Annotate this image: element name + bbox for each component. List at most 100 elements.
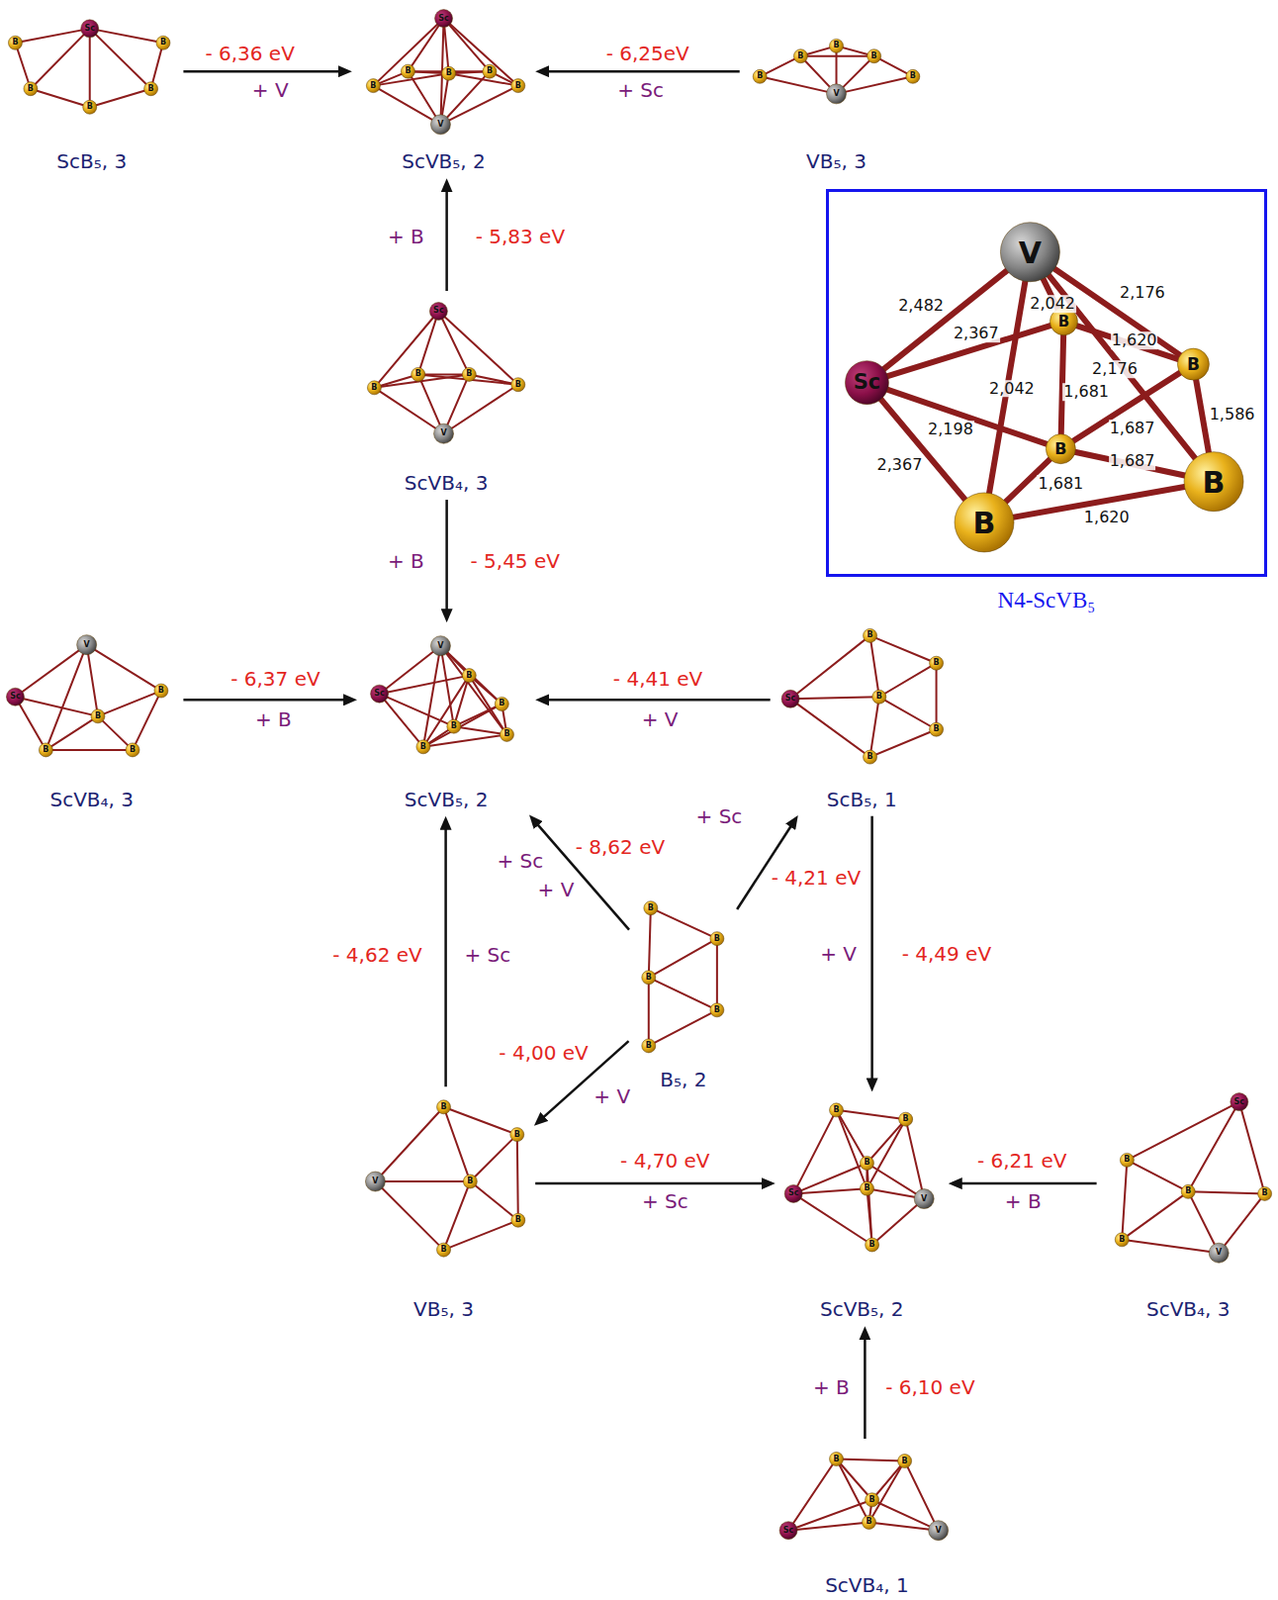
- atom-sphere: [859, 1155, 874, 1170]
- atom-sphere: [929, 655, 944, 670]
- inset-caption: N4-ScVB₅: [998, 587, 1096, 614]
- atom-sphere: [447, 719, 461, 733]
- bond-line: [30, 89, 91, 108]
- atom-sphere: [91, 709, 105, 724]
- atom-sphere: [862, 1514, 877, 1529]
- atom-sphere: [366, 380, 381, 395]
- atom-symbol: B: [514, 1129, 521, 1139]
- cluster-node: ScVB₄, 3: [1101, 1086, 1276, 1321]
- atom-symbol: B: [148, 84, 155, 93]
- atom-sphere: [899, 1111, 913, 1126]
- atom-symbol: Sc: [373, 689, 385, 699]
- bond-line: [87, 644, 98, 717]
- bond-line: [469, 1134, 517, 1182]
- bond-line: [793, 1192, 872, 1245]
- atom-symbol: B: [647, 903, 654, 913]
- bond-line: [836, 76, 913, 94]
- atom-symbol: V: [920, 1193, 927, 1203]
- bond-line: [790, 696, 880, 699]
- bond-line: [1029, 252, 1214, 482]
- atom-sphere: [784, 1184, 803, 1202]
- energy-label: - 4,49 eV: [900, 942, 994, 965]
- reaction-arrow: [182, 698, 346, 702]
- bond-length: 1,586: [1208, 405, 1257, 424]
- atom-sphere: [482, 64, 497, 79]
- atom-symbol: B: [486, 67, 493, 77]
- reaction-arrow: [182, 70, 340, 74]
- bond-line: [14, 696, 46, 750]
- atom-sphere: [81, 19, 99, 38]
- bond-line: [132, 690, 162, 750]
- atom-symbol: B: [756, 72, 763, 82]
- reagent-label: + B: [385, 549, 427, 572]
- cluster-label: ScVB₅, 2: [820, 1296, 905, 1321]
- atom-symbol: B: [415, 369, 422, 379]
- cluster-label: ScB₅, 1: [826, 787, 898, 812]
- bond-line: [870, 635, 937, 663]
- bond-line: [97, 716, 133, 750]
- cluster-node: ScVB₅, 2: [780, 1095, 944, 1321]
- bond-line: [866, 1118, 906, 1163]
- atom-sphere: [865, 1237, 880, 1252]
- atom-sphere: [793, 49, 808, 64]
- atom-sphere: [898, 1454, 913, 1468]
- atom-sphere: [1177, 348, 1209, 380]
- atom-symbol: B: [87, 102, 93, 112]
- bond-line: [438, 310, 469, 374]
- atom-sphere: [1114, 1232, 1129, 1247]
- reagent-label: + V: [536, 878, 577, 901]
- reagent-label: + B: [385, 225, 427, 248]
- bond-line: [444, 384, 519, 434]
- bond-line: [440, 86, 518, 125]
- atom-sphere: [430, 636, 451, 656]
- atom-symbol: B: [465, 369, 472, 379]
- bond-length: 2,482: [897, 297, 945, 316]
- reagent-label: + V: [591, 1085, 633, 1107]
- atom-sphere: [511, 377, 526, 392]
- atom-symbol: B: [129, 744, 136, 754]
- bond-line: [517, 1134, 519, 1221]
- reaction-arrow: [444, 827, 448, 1088]
- atom-symbol: B: [27, 84, 34, 93]
- atom-symbol: B: [370, 382, 377, 392]
- reaction-arrow: [863, 1337, 867, 1439]
- bond-length: 2,176: [1091, 360, 1139, 378]
- bond-line: [45, 644, 87, 750]
- atom-sphere: [1208, 1242, 1229, 1263]
- bond-line: [14, 696, 98, 717]
- bond-line: [648, 938, 718, 978]
- atom-symbol: V: [1215, 1248, 1222, 1258]
- atom-sphere: [710, 1003, 725, 1017]
- atom-symbol: B: [1262, 1188, 1269, 1198]
- bond-line: [866, 1187, 872, 1245]
- cluster-node: B₅, 2: [632, 892, 734, 1092]
- bond-line: [836, 1109, 907, 1119]
- atom-symbol: V: [832, 89, 839, 98]
- bond-length: 1,681: [1062, 382, 1110, 401]
- atom-sphere: [511, 79, 526, 93]
- atom-sphere: [83, 99, 97, 114]
- atom-sphere: [442, 66, 457, 81]
- bond-length: 2,042: [988, 379, 1036, 398]
- atom-sphere: [365, 79, 380, 93]
- bond-line: [1121, 1190, 1188, 1239]
- bond-length: 2,042: [1028, 294, 1077, 313]
- atom-symbol: B: [94, 711, 101, 721]
- bond-line: [866, 1118, 906, 1188]
- bond-line: [870, 635, 880, 697]
- atom-symbol: B: [1123, 1155, 1130, 1165]
- bond-line: [30, 28, 91, 90]
- reaction-arrow: [445, 189, 449, 291]
- reagent-label: + B: [811, 1375, 852, 1398]
- bond-line: [788, 1459, 836, 1531]
- atom-sphere: [23, 82, 38, 96]
- atom-sphere: [1184, 452, 1244, 512]
- bond-line: [800, 55, 874, 58]
- atom-sphere: [863, 749, 878, 764]
- atom-sphere: [865, 1492, 880, 1507]
- atom-symbol: B: [1058, 313, 1070, 331]
- atom-symbol: B: [863, 1184, 870, 1193]
- cluster-node: VB₅, 3: [357, 1091, 531, 1321]
- atom-sphere: [867, 49, 882, 64]
